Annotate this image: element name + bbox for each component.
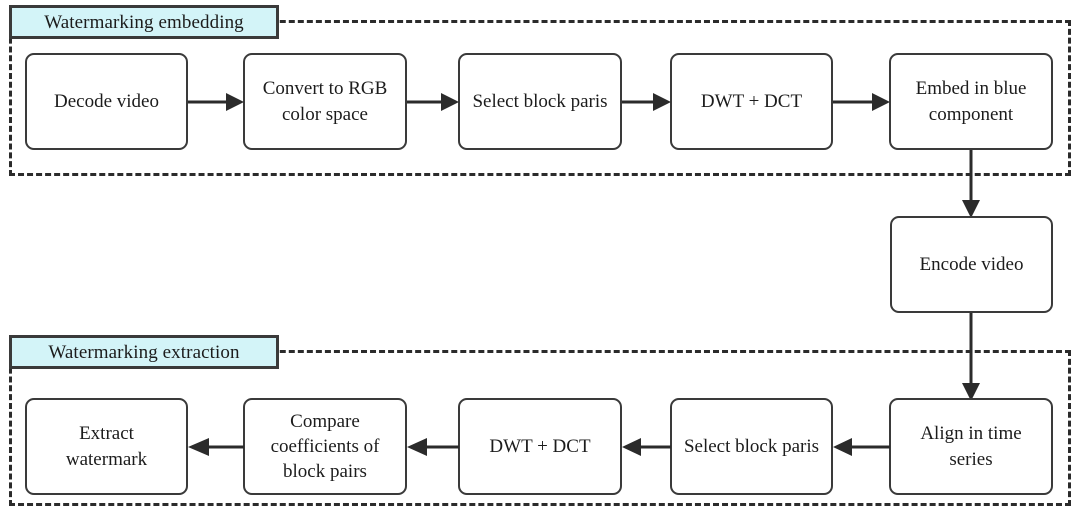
group-frame-extraction: [9, 350, 1071, 506]
arrow-select-block-to-dwt-dct: [622, 93, 671, 111]
node-select-block-pairs-top[interactable]: Select block paris: [458, 53, 622, 150]
arrow-encode-video-to-align-time-series: [962, 313, 980, 401]
arrow-align-time-series-to-select-block: [833, 438, 890, 456]
node-encode-video[interactable]: Encode video: [890, 216, 1053, 313]
node-dwt-dct-top[interactable]: DWT + DCT: [670, 53, 833, 150]
arrow-decode-to-convert: [188, 93, 244, 111]
arrow-embed-blue-to-encode-video: [962, 150, 980, 218]
group-label-extraction: Watermarking extraction: [9, 335, 279, 369]
node-convert-to-rgb-color-space[interactable]: Convert to RGB color space: [243, 53, 407, 150]
arrow-select-block-to-dwt-dct-bottom: [622, 438, 671, 456]
node-align-in-time-series[interactable]: Align in time series: [889, 398, 1053, 495]
arrow-compare-coefficients-to-extract-watermark: [188, 438, 244, 456]
node-dwt-dct-bottom[interactable]: DWT + DCT: [458, 398, 622, 495]
group-label-embedding: Watermarking embedding: [9, 5, 279, 39]
arrow-dwt-dct-to-compare-coefficients: [407, 438, 459, 456]
node-embed-in-blue-component[interactable]: Embed in blue component: [889, 53, 1053, 150]
node-decode-video[interactable]: Decode video: [25, 53, 188, 150]
node-extract-watermark[interactable]: Extract watermark: [25, 398, 188, 495]
group-frame-embedding: [9, 20, 1071, 176]
arrow-dwt-dct-to-embed-blue: [833, 93, 890, 111]
node-select-block-pairs-bottom[interactable]: Select block paris: [670, 398, 833, 495]
node-compare-coefficients-of-block-pairs[interactable]: Compare coefficients of block pairs: [243, 398, 407, 495]
arrow-convert-to-select-block: [407, 93, 459, 111]
